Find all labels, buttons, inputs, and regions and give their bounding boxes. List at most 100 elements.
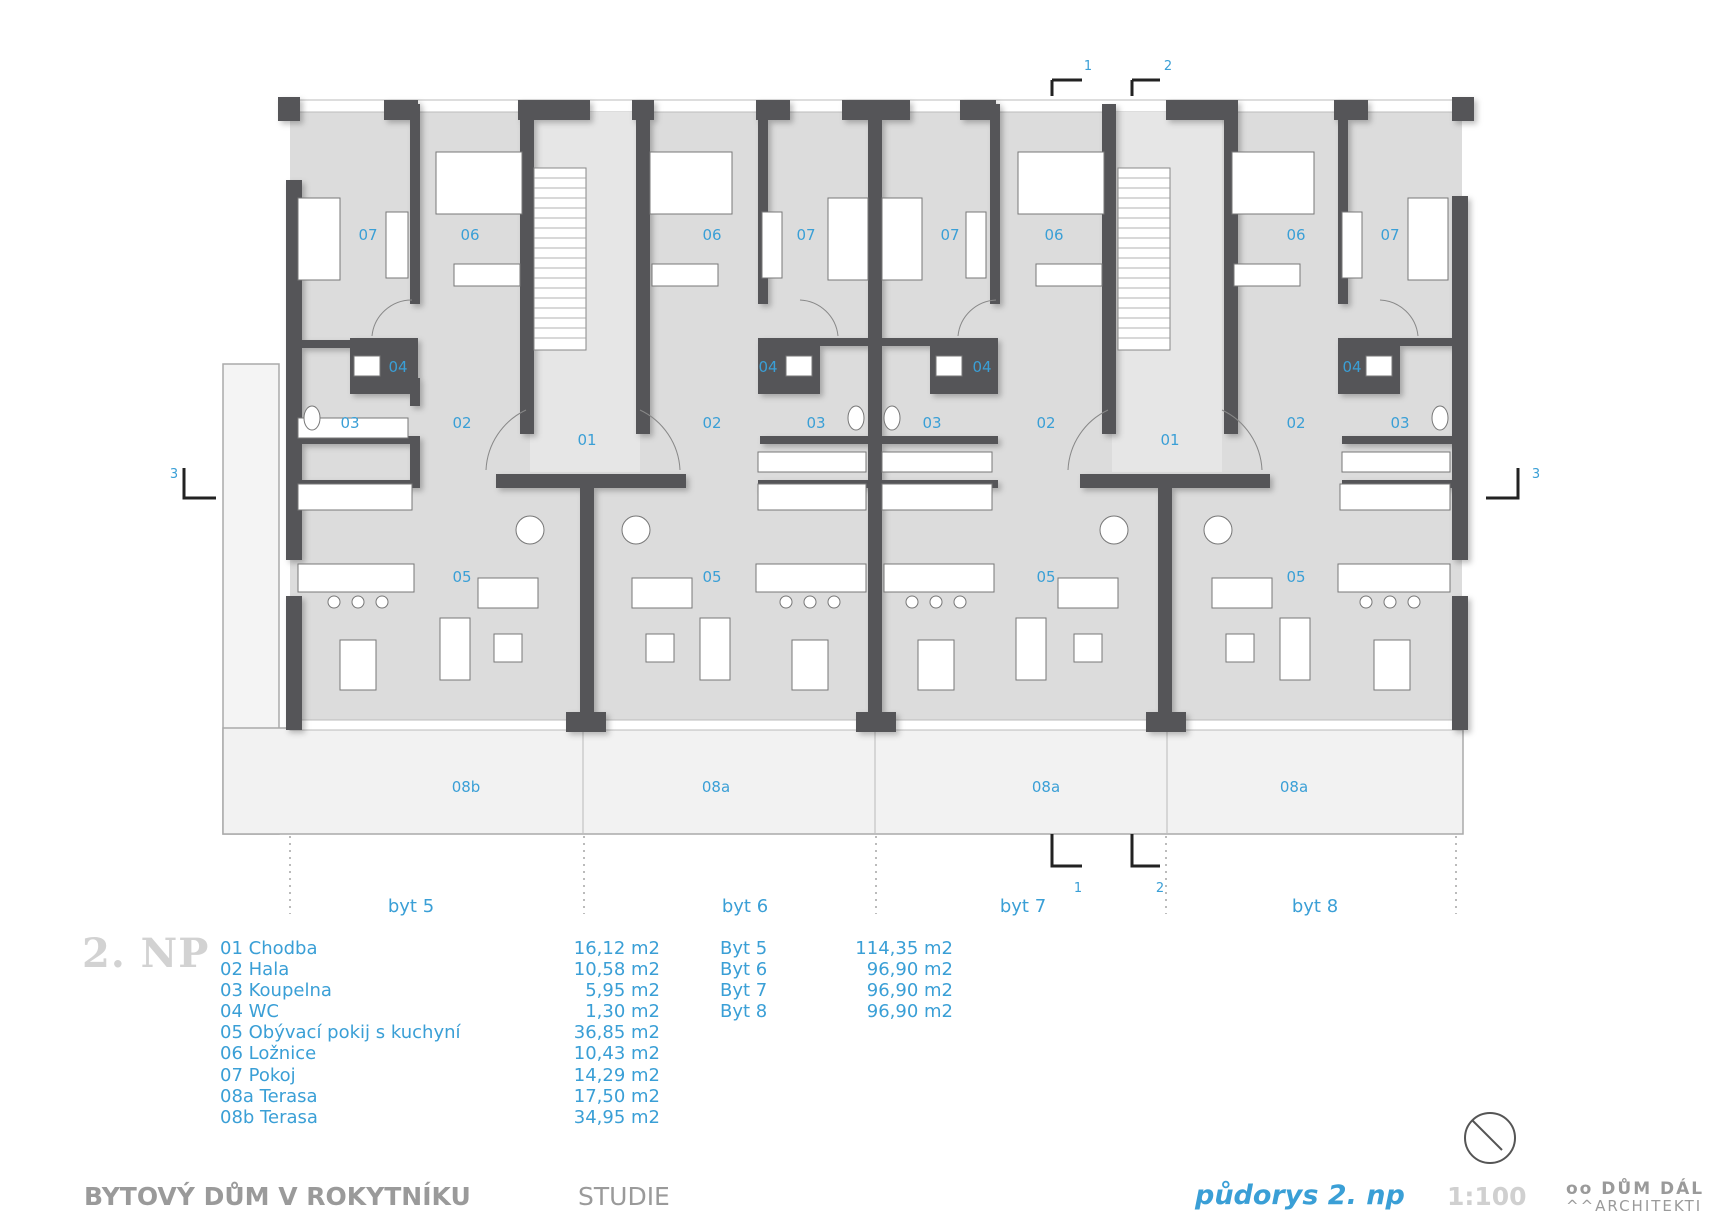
legend-row: 05 Obývací pokij s kuchyní 36,85 m2	[220, 1022, 660, 1043]
section-markers	[182, 78, 1520, 868]
legend-room-name: 01 Chodba	[220, 938, 318, 959]
apartment-row: Byt 5 114,35 m2	[720, 938, 953, 959]
unit-label: byt 7	[1000, 896, 1046, 917]
apartment-area: 96,90 m2	[866, 959, 953, 981]
apartment-area: 96,90 m2	[866, 1001, 953, 1023]
room-label: 06	[460, 226, 479, 244]
room-label: 03	[806, 414, 825, 432]
legend-room-area: 14,29 m2	[573, 1064, 660, 1086]
project-title: BYTOVÝ DŮM V ROKYTNÍKU	[84, 1182, 471, 1211]
room-label: 03	[1390, 414, 1409, 432]
unit-label: byt 5	[388, 896, 434, 917]
room-label: 04	[388, 358, 407, 376]
door-swings	[371, 299, 1419, 471]
apartment-name: Byt 8	[720, 1001, 768, 1023]
logo-mark-icon: oo	[1566, 1179, 1602, 1199]
legend-room-name: 05 Obývací pokij s kuchyní	[220, 1022, 461, 1044]
legend-room-area: 1,30 m2	[585, 1001, 660, 1023]
legend-room-name: 02 Hala	[220, 959, 290, 981]
legend-row: 04 WC 1,30 m2	[220, 1001, 660, 1022]
room-label: 05	[1286, 568, 1305, 586]
terrace-label: 08a	[702, 778, 730, 796]
room-label: 02	[1286, 414, 1305, 432]
drawing-title: půdorys 2. np	[1195, 1180, 1405, 1211]
room-label: 05	[1036, 568, 1055, 586]
legend-room-name: 07 Pokoj	[220, 1064, 296, 1086]
stair-treads	[534, 177, 1170, 339]
legend-room-area: 10,58 m2	[573, 959, 660, 981]
apartment-row: Byt 7 96,90 m2	[720, 980, 953, 1001]
terrace-label: 08a	[1032, 778, 1060, 796]
room-label: 04	[972, 358, 991, 376]
room-label: 03	[922, 414, 941, 432]
unit-label: byt 6	[722, 896, 768, 917]
apartment-row: Byt 6 96,90 m2	[720, 959, 953, 980]
section-mark-label: 3	[1532, 467, 1540, 482]
furniture	[297, 151, 1451, 691]
terrace-label: 08b	[452, 778, 481, 796]
apartment-name: Byt 5	[720, 938, 768, 959]
logo-line-1: DŮM DÁL	[1601, 1179, 1705, 1199]
section-mark-label: 1	[1074, 881, 1082, 896]
room-labels: 07 06 04 03 02 05 06 07 04 03 02 05 07 06 04 03 02 05 06 07…	[170, 59, 1540, 917]
floor-label: 2. NP	[82, 930, 210, 977]
legend-room-name: 08b Terasa	[220, 1106, 318, 1128]
room-label: 02	[452, 414, 471, 432]
room-label: 04	[1342, 358, 1361, 376]
room-label: 07	[1380, 226, 1399, 244]
corridor-label: 01	[577, 431, 596, 449]
section-mark-label: 2	[1156, 881, 1164, 896]
section-mark-label: 1	[1084, 59, 1092, 74]
apartment-area: 96,90 m2	[866, 980, 953, 1002]
legend-room-name: 04 WC	[220, 1001, 279, 1023]
logo-chevron-icon: ^^	[1566, 1197, 1596, 1215]
legend-room-name: 08a Terasa	[220, 1085, 318, 1107]
terrace-label: 08a	[1280, 778, 1308, 796]
apartment-name: Byt 6	[720, 959, 768, 981]
room-label: 03	[340, 414, 359, 432]
room-label: 06	[702, 226, 721, 244]
unit-label: byt 8	[1292, 896, 1338, 917]
room-label: 07	[796, 226, 815, 244]
room-label: 04	[758, 358, 777, 376]
corridor-label: 01	[1160, 431, 1179, 449]
room-label: 06	[1044, 226, 1063, 244]
legend-row: 03 Koupelna 5,95 m2	[220, 980, 660, 1001]
room-label: 02	[702, 414, 721, 432]
legend-room-name: 06 Ložnice	[220, 1043, 317, 1065]
legend-row: 07 Pokoj 14,29 m2	[220, 1065, 660, 1086]
room-label: 06	[1286, 226, 1305, 244]
room-label: 05	[702, 568, 721, 586]
apartment-row: Byt 8 96,90 m2	[720, 1001, 953, 1022]
apartment-area-summary: Byt 5 114,35 m2 Byt 6 96,90 m2 Byt 7 96,90 m2…	[720, 938, 953, 1022]
legend-room-area: 34,95 m2	[573, 1106, 660, 1128]
legend-room-area: 10,43 m2	[573, 1043, 660, 1065]
north-arrow-icon	[1464, 1112, 1516, 1164]
legend-room-area: 5,95 m2	[585, 980, 660, 1002]
room-label: 07	[940, 226, 959, 244]
room-label: 05	[452, 568, 471, 586]
drawing-scale: 1:100	[1447, 1182, 1527, 1211]
terrace-area	[222, 363, 1464, 835]
apartment-name: Byt 7	[720, 980, 768, 1002]
legend-row: 02 Hala 10,58 m2	[220, 959, 660, 980]
room-label: 07	[358, 226, 377, 244]
architect-logo: oo DŮM DÁL ^^ARCHITEKTI	[1566, 1180, 1716, 1215]
section-mark-label: 3	[170, 467, 178, 482]
legend-room-name: 03 Koupelna	[220, 980, 332, 1002]
legend-row: 08a Terasa 17,50 m2	[220, 1086, 660, 1107]
legend-room-area: 17,50 m2	[573, 1085, 660, 1107]
legend-row: 08b Terasa 34,95 m2	[220, 1107, 660, 1128]
logo-line-2: ARCHITEKTI	[1595, 1197, 1703, 1215]
legend-row: 01 Chodba 16,12 m2	[220, 938, 660, 959]
legend-row: 06 Ložnice 10,43 m2	[220, 1043, 660, 1064]
room-label: 02	[1036, 414, 1055, 432]
apartment-area: 114,35 m2	[855, 938, 953, 959]
section-mark-label: 2	[1164, 59, 1172, 74]
project-stage: STUDIE	[578, 1182, 670, 1211]
legend-room-area: 36,85 m2	[573, 1022, 660, 1044]
unit-dividers	[289, 836, 1457, 914]
legend-room-area: 16,12 m2	[573, 938, 660, 959]
